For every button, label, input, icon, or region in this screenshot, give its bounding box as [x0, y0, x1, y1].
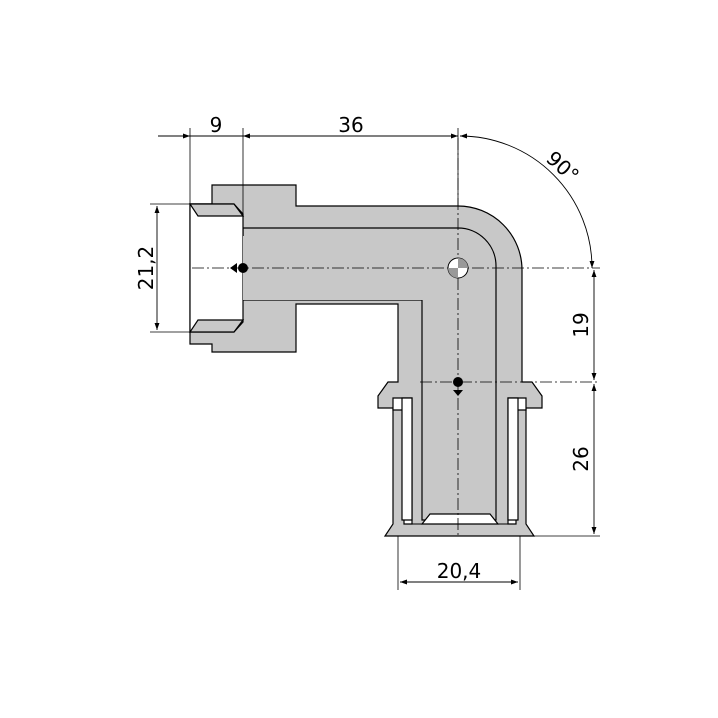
- thread-crest-top: [188, 203, 245, 217]
- dimension-top: [158, 128, 459, 214]
- fitting-body: [188, 184, 543, 537]
- dimension-19: 19: [569, 312, 593, 337]
- dimension-36: 36: [338, 113, 363, 137]
- insertion-marker-horizontal: [230, 263, 248, 273]
- thread-crest-bottom: [188, 319, 245, 333]
- dimension-20-4: 20,4: [437, 559, 482, 583]
- sleeve-gap-right-inner: [507, 397, 519, 521]
- dimension-26: 26: [569, 446, 593, 471]
- tube-mouth: [420, 513, 500, 525]
- dimension-right: [534, 270, 600, 537]
- center-symbol: [447, 257, 469, 279]
- dimension-90-deg: 90°: [541, 146, 583, 188]
- sleeve-gap-left-inner: [401, 397, 413, 521]
- insertion-marker-vertical: [453, 377, 463, 396]
- dimension-left: [150, 203, 190, 333]
- horizontal-bore: [243, 236, 488, 382]
- dimension-21-2: 21,2: [134, 246, 158, 291]
- dimension-angle: [459, 133, 595, 269]
- dimension-bottom: [397, 536, 521, 590]
- dimension-9: 9: [210, 113, 223, 137]
